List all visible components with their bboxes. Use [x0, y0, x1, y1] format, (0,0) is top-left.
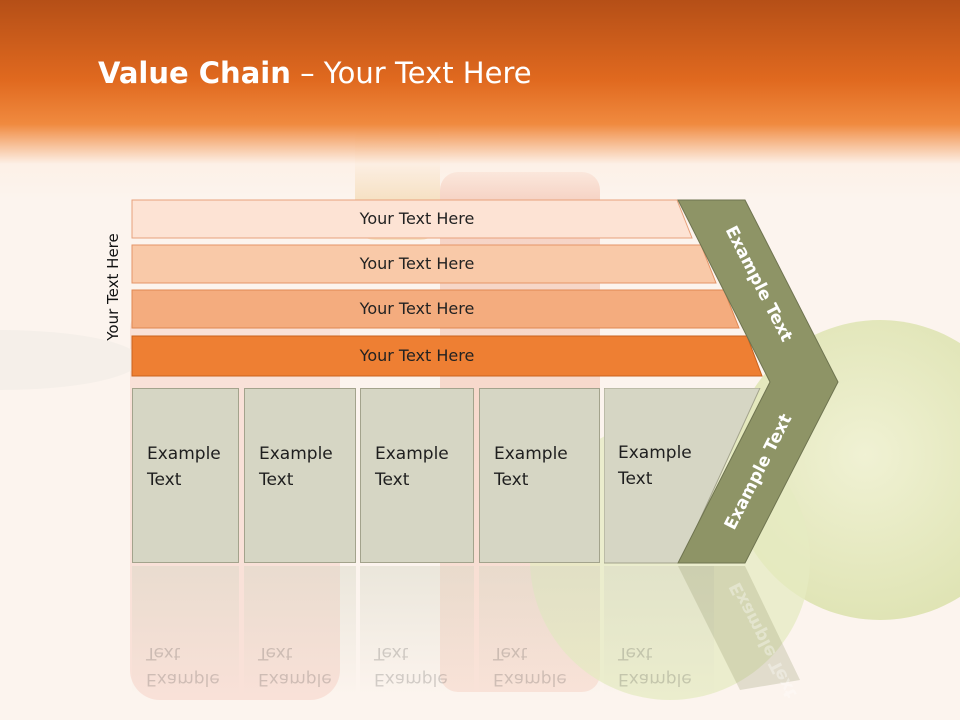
reflection-2: Example Text: [244, 566, 356, 696]
bar-1-label: Your Text Here: [359, 209, 475, 228]
box-3: Example Text: [360, 388, 474, 563]
bar-4-label: Your Text Here: [359, 346, 475, 365]
bar-2: Your Text Here: [131, 244, 717, 284]
box-2-label: Example Text: [259, 444, 333, 490]
box-1-label: Example Text: [147, 444, 221, 490]
header-band: [0, 0, 960, 200]
title-rest: – Your Text Here: [290, 56, 532, 90]
reflection-3: Example Text: [360, 566, 474, 696]
box-2: Example Text: [244, 388, 356, 563]
bar-3-label: Your Text Here: [359, 299, 475, 318]
title-bold: Value Chain: [98, 56, 291, 90]
box-4: Example Text: [479, 388, 600, 563]
slide-title: Value Chain – Your Text Here: [98, 56, 532, 90]
bar-1: Your Text Here: [131, 199, 693, 239]
box-3-label: Example Text: [375, 444, 449, 490]
bar-3: Your Text Here: [131, 289, 740, 329]
reflection-4: Example Text: [479, 566, 600, 696]
box-5: Example Text: [604, 388, 714, 563]
box-5-label: Example Text: [618, 443, 692, 489]
box-1: Example Text: [132, 388, 239, 563]
reflection-1: Example Text: [132, 566, 239, 696]
bar-2-label: Your Text Here: [359, 254, 475, 273]
box-4-label: Example Text: [494, 444, 568, 490]
bar-4: Your Text Here: [131, 335, 763, 377]
reflection-5: Example Text: [604, 566, 714, 696]
